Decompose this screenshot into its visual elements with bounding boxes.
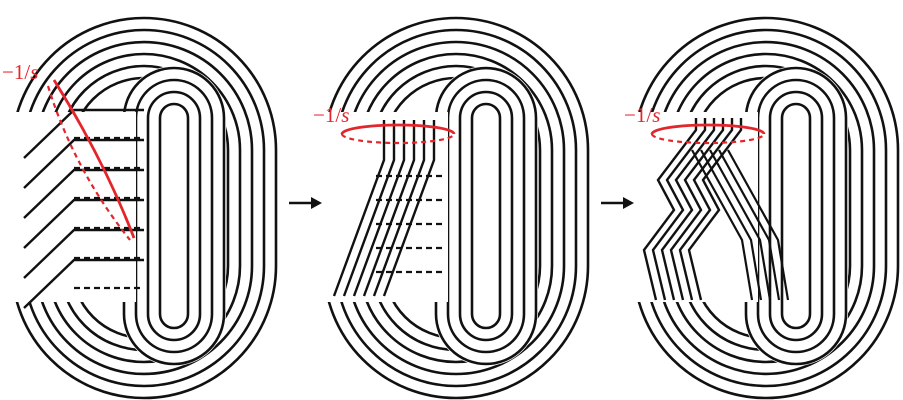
twist-strand-4 [669,118,725,301]
twist-strand-3 [352,120,406,297]
twist-strand-3 [660,118,716,301]
twist-strand-4 [362,120,416,297]
panel-2-knot-diagram [320,16,590,400]
surgery-curve-back [340,133,456,145]
strand-inner-2 [756,78,836,354]
cross-strand-3 [709,149,772,301]
strand-inner-1 [122,66,226,366]
twist-strand-6 [382,120,436,297]
surgery-label-panel-1: −1/s [2,60,39,84]
strand-outer-5 [58,64,230,352]
strand-inner-1 [744,66,848,366]
strand-outer-5 [680,64,852,352]
surgery-curve-back [46,85,131,241]
strand-inner-4 [158,102,190,330]
twist-strand-2 [651,118,707,301]
strand-outer-1 [10,16,278,400]
cross-strand-2 [700,149,763,301]
strand-outer-3 [346,40,566,376]
strand-inner-2 [446,78,526,354]
surgery-curve-back [650,133,766,145]
strand-inner-4 [470,102,502,330]
arrow-2 [601,197,634,209]
strand-inner-1 [434,66,538,366]
strand-outer-2 [644,28,888,388]
twist-strand-3 [23,168,144,219]
twist-strand-1 [642,118,698,301]
strand-outer-1 [632,16,900,400]
twist-strand-1 [23,108,144,159]
cross-strand-1 [691,149,754,301]
twist-region [332,120,446,297]
strand-outer-4 [46,52,242,364]
strand-outer-4 [668,52,864,364]
strand-inner-4 [780,102,812,330]
twist-region [23,108,144,309]
surgery-label-panel-3: −1/s [624,103,661,127]
twist-strand-5 [678,118,734,301]
twist-strand-2 [23,138,144,189]
surgery-curve-front [52,79,136,239]
twist-strand-5 [23,228,144,279]
surgery-label-panel-2: −1/s [313,103,350,127]
surgery-curve-front [340,123,456,135]
strand-inner-3 [458,90,514,342]
strand-outer-2 [334,28,578,388]
twist-strand-1 [332,120,386,297]
cross-strand-5 [727,149,790,301]
strand-outer-2 [22,28,266,388]
strand-outer-4 [358,52,554,364]
strand-outer-1 [322,16,590,400]
strand-outer-3 [34,40,254,376]
surgery-curve-front [650,123,766,135]
twist-strand-6 [23,258,144,309]
twist-strand-2 [342,120,396,297]
twist-strand-4 [23,198,144,249]
panel-3-knot-diagram [630,16,900,400]
arrow-1 [289,197,322,209]
strand-outer-5 [370,64,542,352]
strand-outer-3 [656,40,876,376]
twist-region-clear [8,112,136,302]
strand-inner-2 [134,78,214,354]
cross-strand-4 [718,149,781,301]
strand-inner-3 [146,90,202,342]
strand-inner-3 [768,90,824,342]
twist-strand-5 [372,120,426,297]
panel-1-knot-diagram [8,16,278,400]
